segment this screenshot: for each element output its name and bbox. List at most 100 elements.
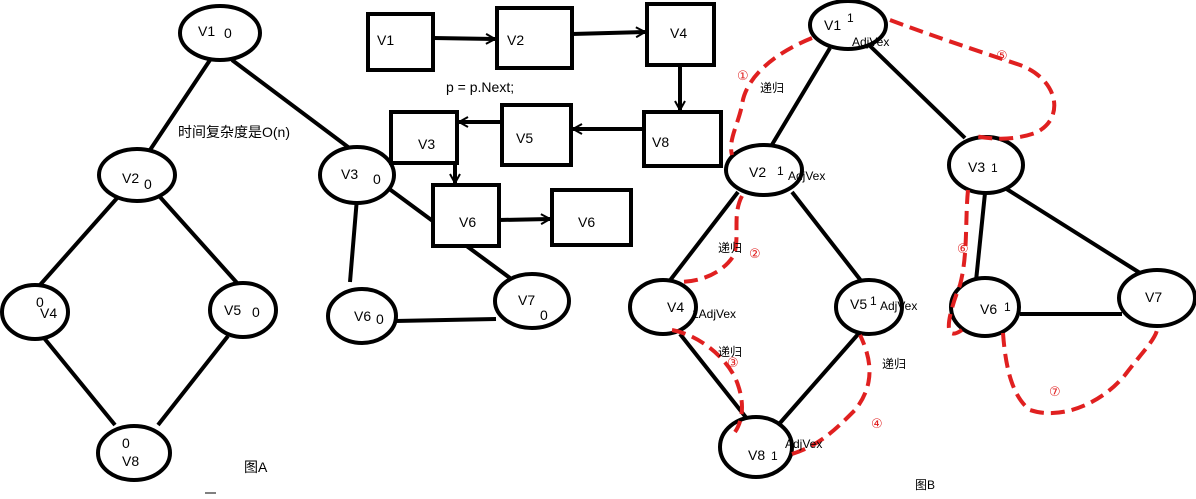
edge-b-v1-v3 bbox=[866, 42, 967, 140]
node-b-v4 bbox=[628, 278, 698, 336]
node-a-v3-label: V3 bbox=[341, 166, 358, 182]
node-b-v1-mark: 1 bbox=[847, 11, 854, 25]
recursion-label-4: 递归 bbox=[882, 357, 906, 371]
list-cell-7-label: V6 bbox=[459, 214, 476, 230]
node-a-v8 bbox=[96, 424, 172, 482]
node-a-v8-mark: 0 bbox=[122, 435, 130, 451]
node-a-v2-mark: 0 bbox=[144, 176, 152, 192]
node-a-v8-label: V8 bbox=[122, 453, 139, 469]
complexity-note: 时间复杂度是O(n) bbox=[178, 124, 290, 140]
graph-b bbox=[666, 42, 1142, 425]
node-a-v4-mark: 0 bbox=[36, 294, 44, 310]
arrow-2-3 bbox=[571, 32, 645, 34]
graph-a bbox=[38, 58, 512, 427]
list-cell-5-label: V5 bbox=[516, 130, 533, 146]
path-step-3 bbox=[671, 328, 744, 434]
node-a-v6-mark: 0 bbox=[376, 311, 384, 327]
edge-a-v3-v6 bbox=[348, 197, 359, 283]
step-mark-7: ⑦ bbox=[1049, 384, 1061, 399]
edge-b-v5-v8 bbox=[778, 330, 862, 425]
list-cell-5 bbox=[500, 103, 573, 167]
node-b-v8-label: V8 bbox=[748, 447, 765, 463]
node-b-v3 bbox=[947, 135, 1025, 195]
adjacency-labels: V1 V2 V4 V8 V5 V3 V6 V6 p = p.Next; bbox=[377, 25, 687, 230]
edge-b-v4-v8 bbox=[678, 332, 750, 422]
edge-a-v1-v2 bbox=[148, 58, 212, 152]
node-a-v7 bbox=[493, 272, 571, 330]
node-a-v1-mark: 0 bbox=[224, 25, 232, 41]
node-b-v2-label: V2 bbox=[749, 164, 766, 180]
list-cell-1-label: V1 bbox=[377, 32, 394, 48]
graph-a-labels: V1 0 V2 0 V3 0 0 V4 V5 0 V6 0 V7 0 0 V8 … bbox=[36, 23, 548, 475]
path-step-4 bbox=[791, 334, 872, 456]
edge-a-v1-v3 bbox=[230, 58, 354, 152]
node-b-v3-label: V3 bbox=[968, 159, 985, 175]
node-a-v6 bbox=[326, 287, 398, 345]
edge-b-v2-v4 bbox=[666, 190, 740, 285]
recursion-label-1: 递归 bbox=[760, 81, 784, 95]
node-a-v1-label: V1 bbox=[198, 23, 215, 39]
path-step-2 bbox=[677, 195, 744, 284]
next-pointer-code: p = p.Next; bbox=[446, 79, 514, 95]
list-cell-6 bbox=[389, 110, 459, 165]
node-b-v8-mark: 1 bbox=[771, 449, 778, 463]
node-b-v7 bbox=[1117, 268, 1196, 328]
node-a-v7-label: V7 bbox=[518, 292, 535, 308]
adjvex-label-v2: AdjVex bbox=[788, 169, 825, 183]
list-cell-8 bbox=[550, 188, 633, 247]
edge-a-v2-v5 bbox=[158, 195, 240, 286]
node-b-v5 bbox=[834, 278, 904, 336]
adjvex-label-v8: AdjVex bbox=[785, 437, 822, 451]
step-mark-4: ④ bbox=[871, 416, 883, 431]
node-b-v5-mark: 1 bbox=[870, 294, 877, 308]
node-a-v2-label: V2 bbox=[122, 170, 139, 186]
node-a-v1 bbox=[178, 4, 262, 62]
edge-a-v2-v4 bbox=[38, 195, 120, 287]
graph-a-caption: 图A bbox=[244, 459, 268, 475]
adjvex-label-v4: 1AdjVex bbox=[692, 307, 736, 321]
arrow-7-8 bbox=[498, 219, 550, 220]
recursion-label-2: 递归 bbox=[718, 241, 742, 255]
edge-b-v2-v5 bbox=[790, 190, 864, 284]
arrow-1-2 bbox=[432, 38, 495, 39]
step-mark-3: ③ bbox=[727, 355, 739, 370]
edge-a-v4-v8 bbox=[42, 336, 117, 427]
node-a-v3-mark: 0 bbox=[373, 171, 381, 187]
list-cell-6-label: V3 bbox=[418, 136, 435, 152]
edge-a-v5-v8 bbox=[156, 334, 230, 427]
graph-b-caption: 图B bbox=[915, 478, 935, 492]
edge-b-v3-v7 bbox=[1003, 186, 1142, 275]
path-step-5 bbox=[889, 18, 1057, 141]
node-b-v6 bbox=[949, 276, 1021, 338]
node-b-v1-label: V1 bbox=[824, 17, 841, 33]
path-step-6 bbox=[946, 189, 970, 336]
node-b-v2 bbox=[724, 143, 804, 197]
list-cell-1 bbox=[366, 12, 435, 72]
recursion-label-3: 递归 bbox=[718, 345, 742, 359]
node-a-v6-label: V6 bbox=[354, 308, 371, 324]
edge-b-v1-v2 bbox=[768, 46, 832, 150]
node-b-v6-label: V6 bbox=[980, 301, 997, 317]
step-mark-6: ⑥ bbox=[957, 241, 969, 256]
list-cell-3-label: V4 bbox=[670, 25, 687, 41]
adjacency-arrows bbox=[432, 32, 680, 220]
list-cell-7 bbox=[431, 183, 501, 248]
node-a-v4-label: V4 bbox=[40, 305, 57, 321]
node-a-v5-mark: 0 bbox=[252, 304, 260, 320]
list-cell-2-label: V2 bbox=[507, 32, 524, 48]
node-a-v7-mark: 0 bbox=[540, 307, 548, 323]
node-a-v2 bbox=[97, 147, 177, 203]
node-b-v5-label: V5 bbox=[850, 296, 867, 312]
node-a-v5 bbox=[208, 281, 278, 339]
adjvex-label-v5: AdjVex bbox=[880, 299, 917, 313]
list-cell-4-label: V8 bbox=[652, 134, 669, 150]
node-b-v8 bbox=[718, 415, 794, 479]
traversal-path bbox=[671, 18, 1159, 456]
node-a-v3 bbox=[318, 145, 396, 205]
node-b-v1 bbox=[808, 0, 888, 51]
graph-b-labels: V1 1 V2 1 V3 1 V4 V5 1 V6 1 V7 V8 1 AdjV… bbox=[667, 11, 1162, 492]
path-step-7 bbox=[1001, 329, 1159, 416]
node-b-v3-mark: 1 bbox=[991, 161, 998, 175]
adjacency-list bbox=[366, 2, 723, 248]
